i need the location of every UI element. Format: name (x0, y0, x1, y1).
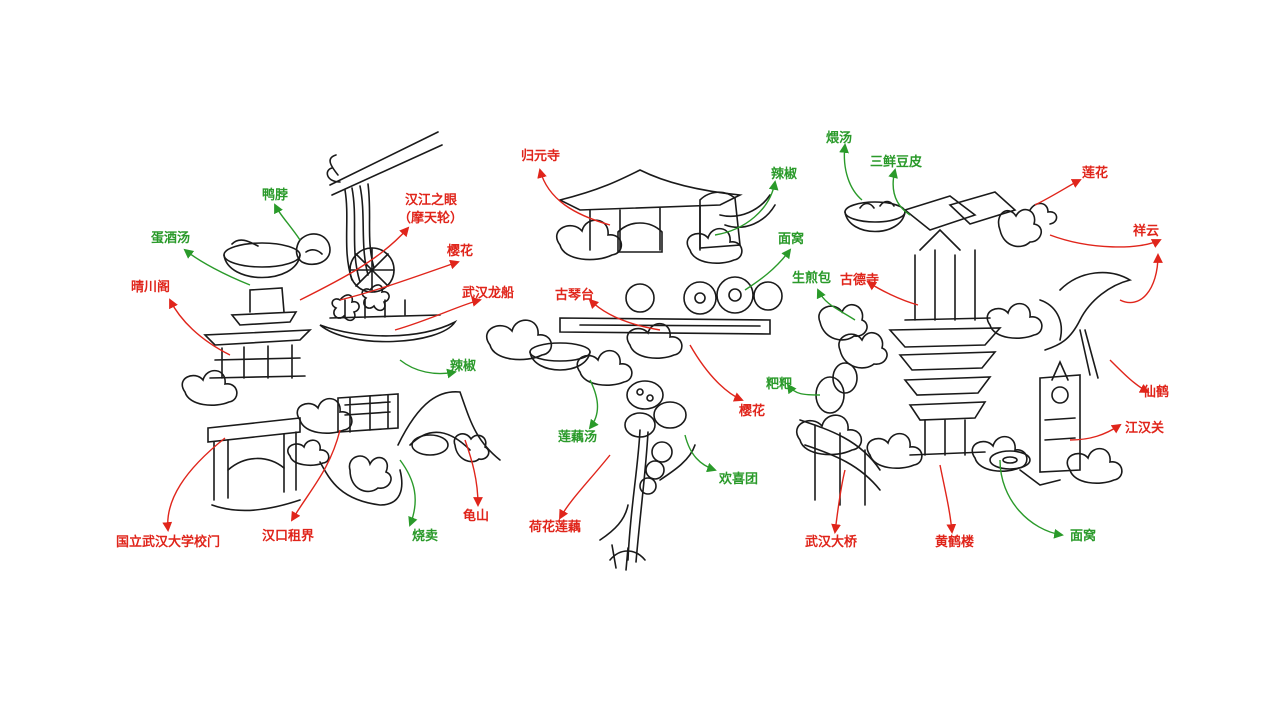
label-lajiao-left: 辣椒 (450, 359, 477, 374)
label-danjiu-tang: 蛋酒汤 (151, 231, 191, 246)
label-wuhan-daqiao: 武汉大桥 (805, 535, 858, 550)
label-xiangyun: 祥云 (1133, 224, 1160, 239)
sketch-right-character (796, 191, 1133, 506)
label-hanjiang-eye: 汉江之眼 (405, 193, 458, 208)
label-huanxi-tuan: 欢喜团 (719, 472, 759, 487)
label-sanxian-doupi: 三鲜豆皮 (870, 155, 923, 170)
label-yinghua-left: 樱花 (447, 244, 474, 259)
label-shaomai: 烧卖 (412, 529, 439, 544)
label-weitang: 煨汤 (826, 131, 853, 146)
label-guiyuan-si: 归元寺 (521, 149, 561, 164)
label-jianghan-guan: 江汉关 (1125, 421, 1165, 436)
label-guqin-tai: 古琴台 (555, 288, 595, 303)
sketch-left-character (181, 131, 501, 512)
label-hehua-lianou: 荷花莲藕 (529, 520, 582, 535)
label-lianhua: 莲花 (1082, 166, 1109, 181)
label-baba: 粑粑 (766, 377, 793, 392)
red-arrows (162, 168, 1163, 534)
label-xianhe: 仙鹤 (1143, 385, 1170, 400)
sketch-middle-character (486, 169, 783, 571)
label-huanghe-lou: 黄鹤楼 (935, 535, 975, 550)
label-wuhan-longchuan: 武汉龙船 (462, 286, 515, 301)
label-mianwo-middle: 面窝 (778, 232, 805, 247)
label-mianwo-right: 面窝 (1070, 529, 1097, 544)
label-wuhan-university-gate: 国立武汉大学校门 (116, 535, 221, 550)
label-guishan: 龟山 (463, 509, 490, 524)
green-arrows (183, 143, 1064, 539)
label-hankou-zujie: 汉口租界 (262, 529, 315, 544)
label-lajiao-middle: 辣椒 (771, 167, 798, 182)
label-yinghua-middle: 樱花 (739, 404, 766, 419)
label-lianou-tang: 莲藕汤 (558, 430, 598, 445)
label-shengjian-bao: 生煎包 (792, 271, 832, 286)
label-hanjiang-eye-sub: （摩天轮） (398, 211, 464, 226)
label-qingchuan-ge: 晴川阁 (131, 280, 171, 295)
label-yabo: 鸭脖 (262, 188, 289, 203)
label-gude-si: 古德寺 (840, 273, 880, 288)
